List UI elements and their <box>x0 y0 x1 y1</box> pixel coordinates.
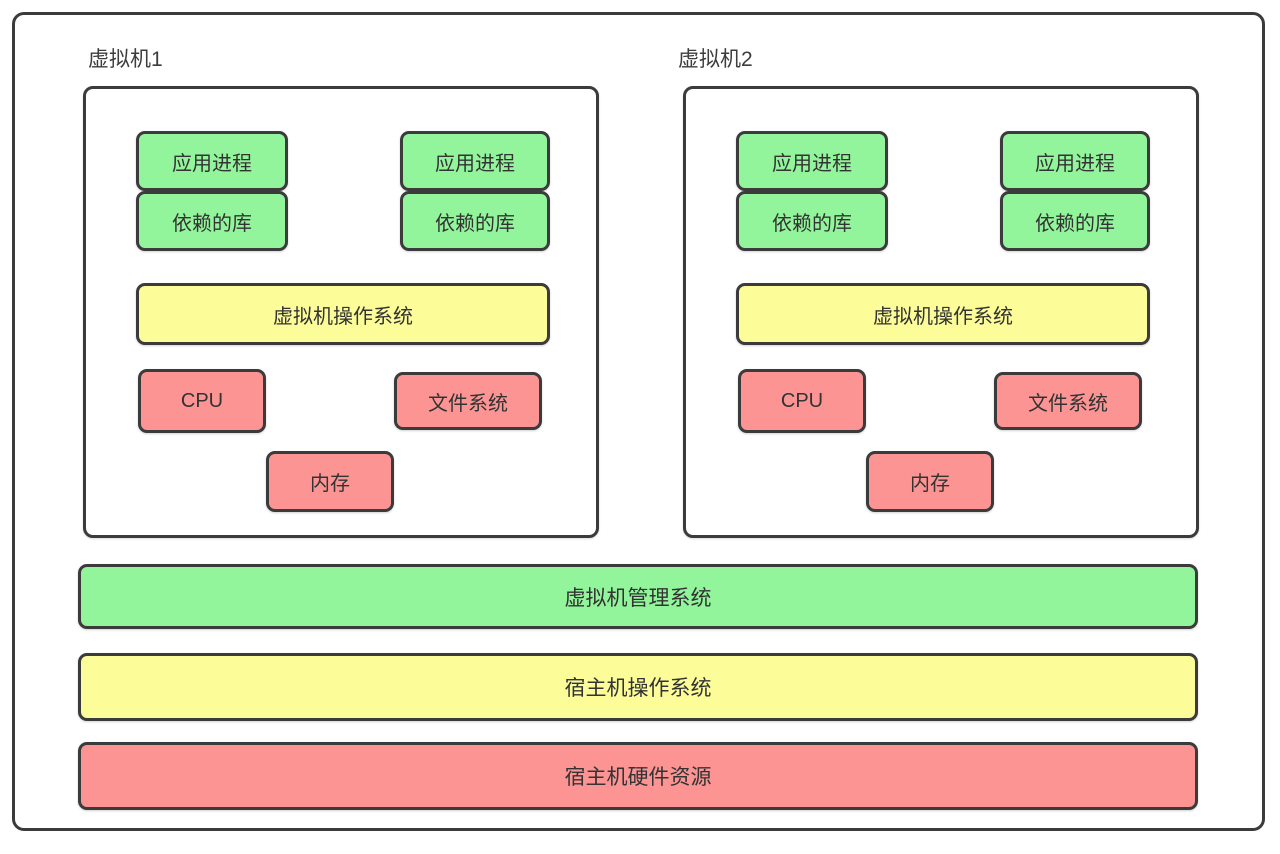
vm1-title: 虚拟机1 <box>88 48 163 71</box>
vm1-app-process-1: 应用进程 <box>136 131 288 191</box>
vm1-guest-os: 虚拟机操作系统 <box>136 283 550 345</box>
vm1-file-system: 文件系统 <box>394 372 542 430</box>
vm2-app-process-1: 应用进程 <box>736 131 888 191</box>
vm2-title: 虚拟机2 <box>678 48 753 71</box>
vm1-app-process-2: 应用进程 <box>400 131 550 191</box>
vm1-dependent-libs-2: 依赖的库 <box>400 191 550 251</box>
vm1-app-stack-1: 应用进程 依赖的库 <box>136 131 288 251</box>
vm2-cpu: CPU <box>738 369 866 433</box>
hypervisor-layer: 虚拟机管理系统 <box>78 564 1198 629</box>
vm2-file-system: 文件系统 <box>994 372 1142 430</box>
vm2-dependent-libs-2: 依赖的库 <box>1000 191 1150 251</box>
vm2-app-process-2: 应用进程 <box>1000 131 1150 191</box>
vm1-cpu: CPU <box>138 369 266 433</box>
vm1-box: 应用进程 依赖的库 应用进程 依赖的库 虚拟机操作系统 CPU 文件系统 内存 <box>83 86 599 538</box>
host-os-layer: 宿主机操作系统 <box>78 653 1198 721</box>
vm2-memory: 内存 <box>866 451 994 512</box>
vm1-app-stack-2: 应用进程 依赖的库 <box>400 131 550 251</box>
vm2-box: 应用进程 依赖的库 应用进程 依赖的库 虚拟机操作系统 CPU 文件系统 内存 <box>683 86 1199 538</box>
host-hardware-layer: 宿主机硬件资源 <box>78 742 1198 810</box>
host-machine-boundary: 虚拟机1 应用进程 依赖的库 应用进程 依赖的库 虚拟机操作系统 CPU 文件系… <box>12 12 1265 831</box>
vm1-dependent-libs-1: 依赖的库 <box>136 191 288 251</box>
vm2-app-stack-2: 应用进程 依赖的库 <box>1000 131 1150 251</box>
vm2-dependent-libs-1: 依赖的库 <box>736 191 888 251</box>
vm1-memory: 内存 <box>266 451 394 512</box>
vm2-app-stack-1: 应用进程 依赖的库 <box>736 131 888 251</box>
vm2-guest-os: 虚拟机操作系统 <box>736 283 1150 345</box>
